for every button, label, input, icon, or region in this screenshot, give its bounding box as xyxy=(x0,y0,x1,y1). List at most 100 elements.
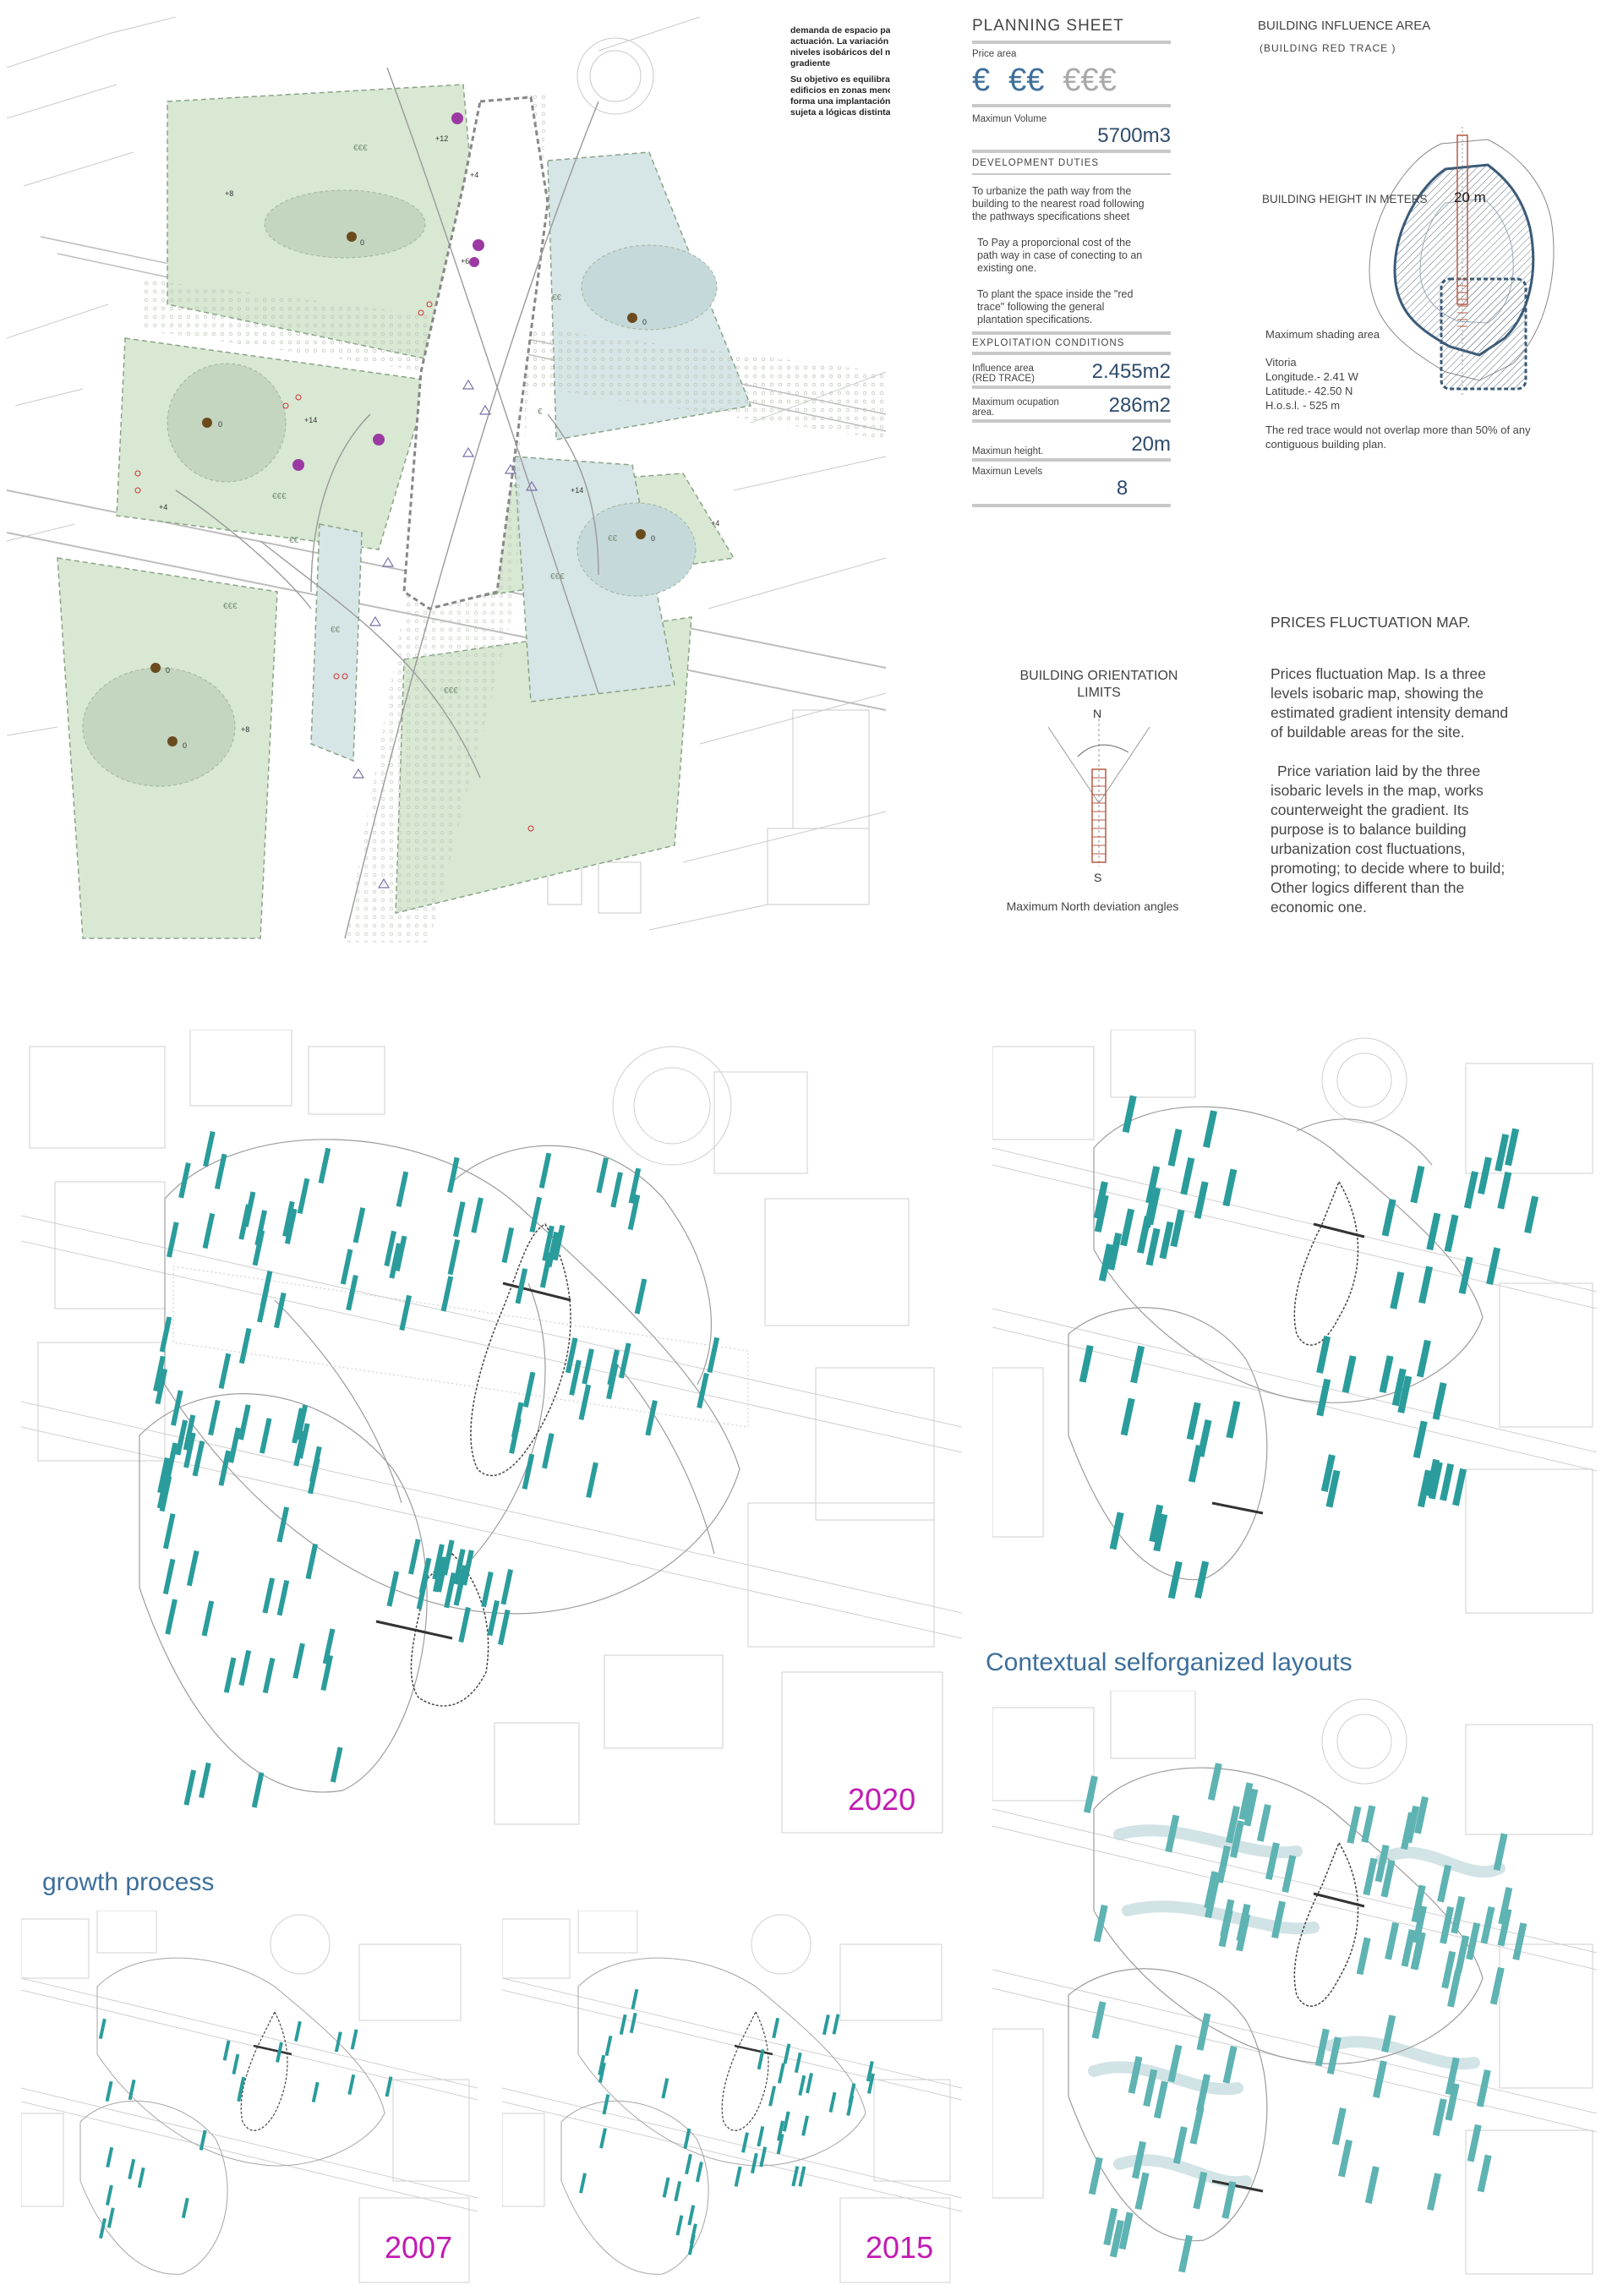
building-mark xyxy=(238,1649,252,1686)
duty-3: To plant the space inside the "red trace… xyxy=(977,288,1134,325)
spanish-line: actuación. La variación c xyxy=(790,36,890,46)
zero-label: 0 xyxy=(360,238,364,247)
building-mark xyxy=(238,1204,251,1240)
building-mark xyxy=(1316,1378,1331,1417)
building-mark xyxy=(645,1400,658,1436)
building-mark xyxy=(175,1419,189,1456)
orientation-diagram xyxy=(1031,719,1167,871)
building-mark xyxy=(389,1243,402,1279)
exploitation-label: EXPLOITATION CONDITIONS xyxy=(972,338,1125,348)
height-label: +14 xyxy=(304,416,317,424)
price-label: €€ xyxy=(289,536,299,545)
building-mark xyxy=(1452,1468,1467,1506)
building-mark xyxy=(1218,1909,1233,1948)
building-mark xyxy=(801,2115,810,2136)
building-mark xyxy=(1417,1469,1432,1508)
building-mark xyxy=(1455,1935,1470,1973)
building-mark xyxy=(487,1599,500,1637)
building-mark xyxy=(1120,1397,1135,1436)
building-mark xyxy=(1451,1895,1466,1934)
building-mark xyxy=(1153,2080,1168,2119)
building-mark xyxy=(1466,1922,1481,1960)
building-mark xyxy=(252,1230,265,1266)
building-mark xyxy=(541,1433,555,1469)
building-mark xyxy=(607,1349,620,1386)
prices-map-title: PRICES FLUCTUATION MAP. xyxy=(1271,614,1471,631)
building-mark xyxy=(186,1550,199,1587)
building-mark xyxy=(330,1747,343,1783)
building-mark xyxy=(687,2205,696,2226)
building-mark xyxy=(586,1462,598,1498)
building-mark xyxy=(208,1399,221,1436)
building-mark xyxy=(238,1404,251,1440)
building-mark xyxy=(1356,1937,1371,1976)
layout-map-2015 xyxy=(502,1911,962,2287)
building-mark xyxy=(183,1432,196,1468)
building-mark xyxy=(347,2074,356,2096)
building-mark xyxy=(201,1600,215,1637)
building-mark xyxy=(832,2014,840,2035)
max-occupation-label: Maximum ocupation area. xyxy=(972,397,1059,418)
building-mark xyxy=(1189,2107,1205,2145)
building-mark xyxy=(1478,1156,1492,1195)
building-mark xyxy=(259,1418,272,1454)
building-mark xyxy=(107,2207,115,2228)
building-mark xyxy=(1236,1913,1251,1952)
building-mark xyxy=(203,1131,216,1167)
building-mark xyxy=(734,2166,742,2187)
duty-2: To Pay a proporcional cost of the path w… xyxy=(977,237,1143,274)
building-mark xyxy=(1281,1855,1297,1893)
building-mark xyxy=(529,1196,543,1233)
building-mark xyxy=(1493,1833,1508,1872)
building-mark xyxy=(1467,2124,1482,2162)
spanish-line: niveles isobáricos del ma xyxy=(790,47,890,57)
building-mark xyxy=(1385,1922,1400,1960)
building-mark xyxy=(1497,1171,1512,1210)
building-mark xyxy=(674,2180,682,2202)
influence-area-title: BUILDING INFLUENCE AREA xyxy=(1258,19,1431,33)
orientation-title-line1: BUILDING ORIENTATION xyxy=(1019,669,1178,683)
building-mark xyxy=(156,1473,170,1509)
building-mark xyxy=(1145,1166,1161,1204)
building-mark xyxy=(452,1549,466,1585)
building-mark xyxy=(1363,1857,1378,1896)
building-mark xyxy=(1128,2056,1143,2094)
building-mark xyxy=(251,1772,265,1808)
building-mark xyxy=(631,1988,639,2010)
layout-map-2020 xyxy=(21,1030,962,1845)
building-mark xyxy=(596,1157,609,1194)
price-zoning-map: +12 +4 +8 +6 +14 +4 +14 +4 +8 0 0 0 0 0 … xyxy=(7,17,890,943)
building-mark xyxy=(552,1224,566,1261)
building-mark xyxy=(522,1371,536,1408)
building-mark xyxy=(322,1628,336,1665)
price-label: €€€ xyxy=(272,492,287,501)
building-mark xyxy=(256,1287,270,1323)
building-mark xyxy=(1216,1845,1231,1883)
building-mark xyxy=(1238,1782,1254,1821)
spanish-line: sujeta a lógicas distintas c xyxy=(790,107,890,118)
building-mark xyxy=(1444,1214,1459,1253)
building-mark xyxy=(1476,2069,1491,2107)
building-mark xyxy=(1524,1195,1539,1234)
building-mark xyxy=(1153,1513,1168,1552)
building-mark xyxy=(1401,1929,1416,1967)
building-mark xyxy=(1205,1880,1220,1919)
zero-label: 0 xyxy=(218,420,222,429)
building-mark xyxy=(1091,2001,1107,2039)
building-mark xyxy=(262,1657,276,1694)
building-mark xyxy=(1331,2107,1347,2146)
building-mark xyxy=(407,1539,421,1575)
height-label: +4 xyxy=(159,503,167,511)
building-mark xyxy=(1170,1209,1185,1248)
building-mark xyxy=(1381,2014,1396,2053)
building-mark xyxy=(394,1235,407,1271)
building-mark xyxy=(1167,2044,1183,2083)
building-mark xyxy=(569,1359,582,1396)
building-mark xyxy=(1149,1504,1164,1543)
building-mark xyxy=(1480,1905,1495,1944)
growth-process-label: growth process xyxy=(42,1868,215,1896)
building-mark xyxy=(1167,1129,1183,1167)
building-mark xyxy=(618,1342,631,1379)
planning-sheet: PLANNING SHEET Price area € €€ €€€ Maxim… xyxy=(972,17,1171,507)
building-mark xyxy=(1498,1887,1513,1925)
